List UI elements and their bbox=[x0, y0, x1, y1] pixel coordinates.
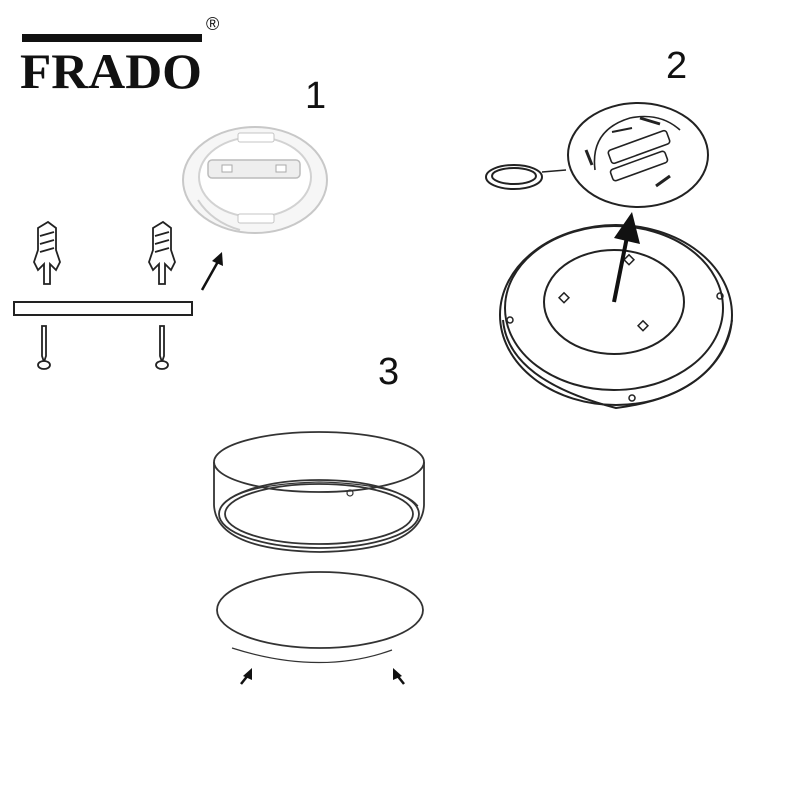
step-3-arrow-right bbox=[393, 668, 405, 685]
screw-right bbox=[155, 325, 169, 370]
step-1-arrow bbox=[200, 252, 223, 291]
wall-anchor-left bbox=[33, 220, 61, 285]
step-3-illustration bbox=[213, 431, 425, 685]
logo-registered-mark: ® bbox=[206, 14, 219, 34]
step-1-number: 1 bbox=[305, 75, 326, 117]
logo-wordmark: FRADO bbox=[20, 43, 202, 99]
screw-left bbox=[37, 325, 51, 370]
step-1-illustration bbox=[13, 126, 328, 370]
lamp-base bbox=[499, 224, 733, 410]
wire-clip bbox=[485, 164, 567, 190]
step-2-arrow bbox=[612, 212, 640, 303]
bracket-plate bbox=[567, 102, 709, 208]
step-2-illustration bbox=[485, 102, 733, 410]
wall-anchor-right bbox=[148, 220, 176, 285]
step-3-number: 3 bbox=[378, 351, 399, 393]
diffuser-cover bbox=[216, 571, 424, 664]
ceiling-board bbox=[13, 301, 193, 316]
mounting-bracket bbox=[182, 126, 328, 234]
logo-bar bbox=[22, 34, 202, 42]
step-3-arrow-left bbox=[240, 668, 252, 685]
step-2-number: 2 bbox=[666, 45, 687, 87]
lamp-housing bbox=[213, 431, 425, 553]
brand-logo: FRADO ® bbox=[20, 14, 219, 99]
